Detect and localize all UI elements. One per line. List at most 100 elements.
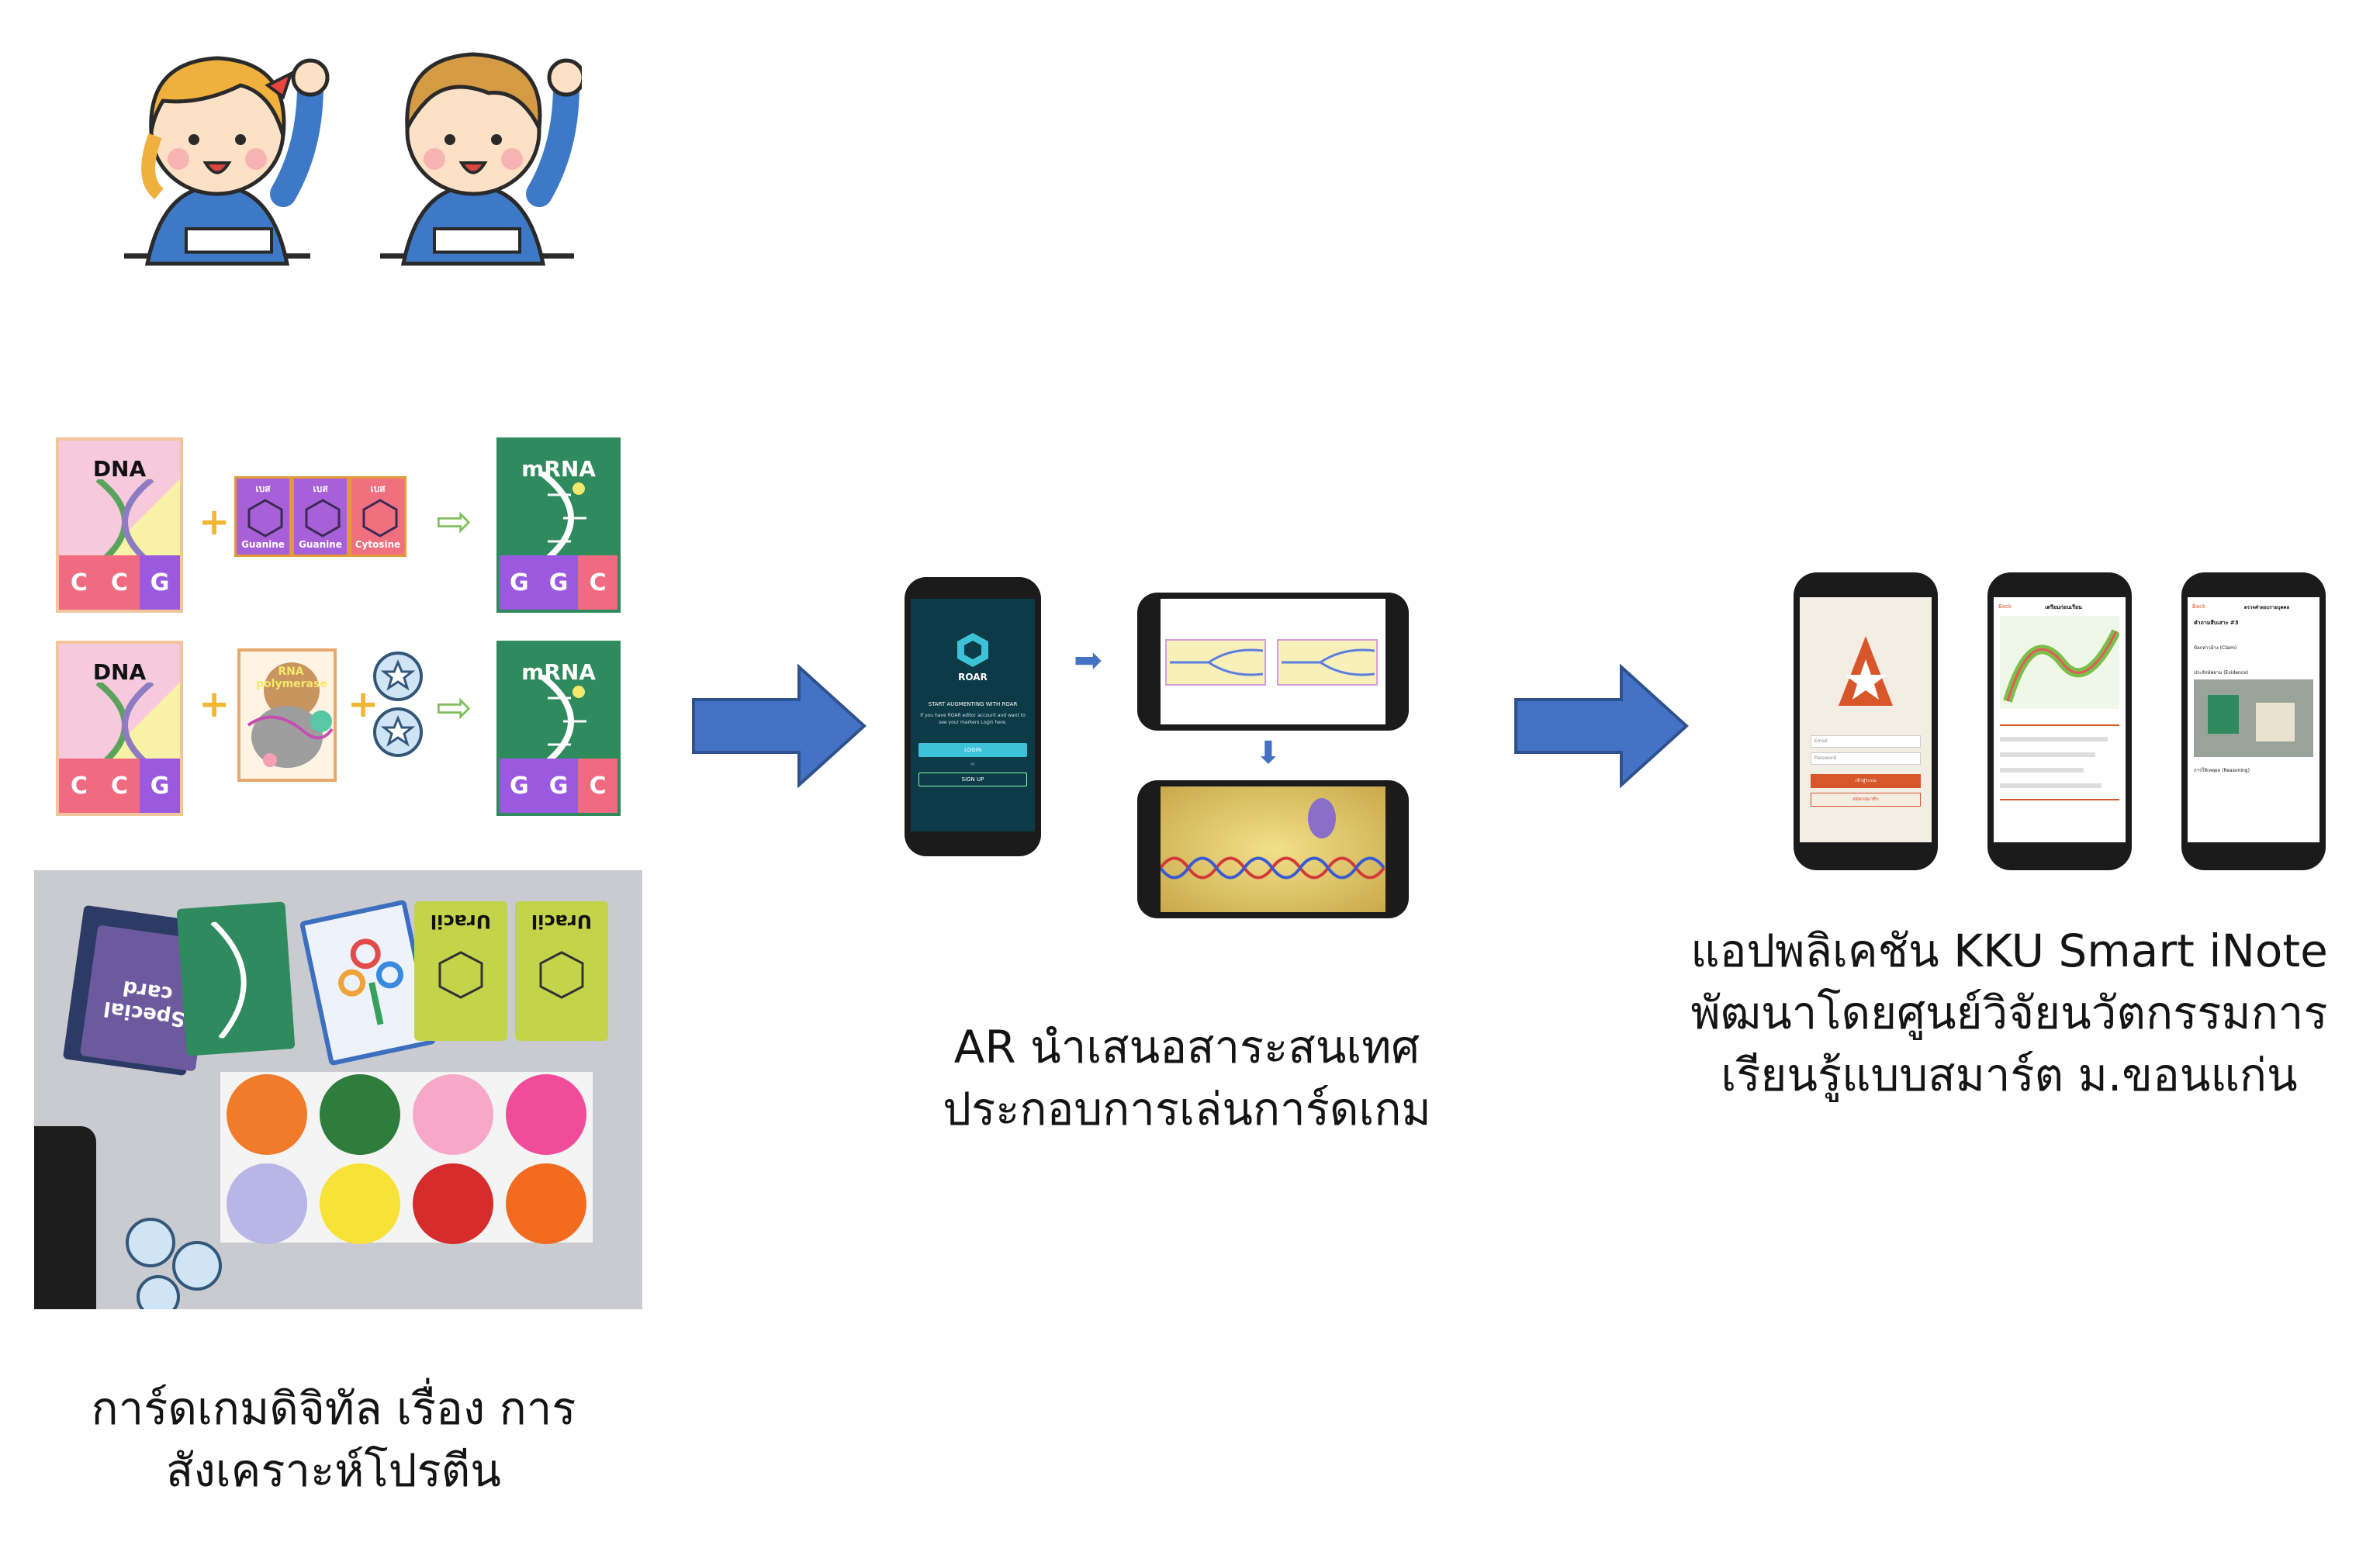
- inote-phone-answer: Back ตรวจคำตอบรายบุคคล คำถามสืบเสาะ #3 ข…: [2181, 572, 2326, 870]
- inote-lesson-screen: Back เตรียมก่อนเรียน: [1994, 597, 2126, 842]
- inote-reasoning-label: การให้เหตุผล (Reasoning): [2194, 768, 2250, 773]
- evidence-photo: [2194, 679, 2313, 757]
- mrna-base-band: G G C: [500, 759, 617, 813]
- polymerase-sphere-icon: [1308, 798, 1336, 838]
- roar-phone: ROAR START AUGMENTING WITH ROAR If you h…: [905, 577, 1041, 856]
- small-down-arrow: ⬇: [1255, 735, 1282, 771]
- inote-answer-title: ตรวจคำตอบรายบุคคล: [2243, 605, 2290, 610]
- base-c: C: [59, 555, 99, 610]
- mrna-card-2: mRNA G G C: [496, 641, 621, 816]
- dna-card-title: DNA: [92, 659, 147, 685]
- base-c: C: [99, 759, 140, 813]
- mrna-card-title: mRNA: [521, 456, 596, 482]
- base-g: G: [500, 555, 539, 610]
- base-card-cytosine: เบส Cytosine: [349, 476, 406, 557]
- tablet-device: [34, 1126, 96, 1309]
- inote-phone-login: Email Password เข้าสู่ระบบ สมัครสมาชิก: [1794, 572, 1938, 870]
- base-c: C: [578, 555, 617, 610]
- bead-cups: [220, 1072, 593, 1244]
- inote-back-link[interactable]: Back: [1998, 603, 2012, 610]
- roar-login-button[interactable]: LOGIN: [918, 743, 1027, 757]
- roar-tagline: START AUGMENTING WITH ROAR: [928, 701, 1018, 707]
- ribosome-token-icon: [373, 652, 423, 757]
- inote-claim-label: ข้อกล่าวอ้าง (Claim): [2194, 645, 2237, 651]
- inote-register-button[interactable]: สมัครสมาชิก: [1811, 793, 1921, 807]
- mrna-base-band: G G C: [500, 555, 617, 610]
- trna-card: [299, 899, 437, 1066]
- base-card-guanine: เบส Guanine: [292, 476, 349, 557]
- uracil-card-1: Uracil: [414, 901, 507, 1041]
- ribosome-tokens: [126, 1218, 222, 1309]
- dna-card-2: DNA C C G: [56, 641, 183, 816]
- mrna-card-1: mRNA G G C: [496, 437, 621, 613]
- trna-icon: [338, 938, 404, 1025]
- base-c: C: [59, 759, 99, 813]
- game-photo: Special card Uracil Uracil: [34, 870, 642, 1309]
- molecule-icon: [539, 951, 584, 999]
- roar-screen: ROAR START AUGMENTING WITH ROAR If you h…: [911, 599, 1035, 831]
- dna-illustration-icon: [2000, 616, 2119, 709]
- inote-evidence-label: ประจักษ์พยาน (Evidence): [2194, 670, 2249, 676]
- base-g: G: [538, 759, 579, 813]
- inote-answer-screen: Back ตรวจคำตอบรายบุคคล คำถามสืบเสาะ #3 ข…: [2188, 597, 2319, 842]
- dna-helix-icon: [95, 479, 154, 565]
- students-illustration: [124, 52, 582, 266]
- dna-card-title: DNA: [92, 456, 147, 482]
- inote-login-screen: Email Password เข้าสู่ระบบ สมัครสมาชิก: [1800, 597, 1932, 842]
- molecule-icon: [438, 951, 483, 999]
- inote-email-field[interactable]: Email: [1811, 735, 1921, 748]
- molecule-icon: [305, 499, 341, 537]
- caption-ar: AR นำเสนอสาระสนเทศ ประกอบการเล่นการ์ดเกม: [943, 1021, 1431, 1135]
- girl-student-icon: [141, 56, 330, 266]
- ar-card-left: [1165, 639, 1266, 686]
- base-g: G: [538, 555, 579, 610]
- boy-student-icon: [400, 52, 582, 266]
- mrna-card-stack: [176, 901, 296, 1056]
- inote-lesson-list: [2000, 721, 2119, 822]
- ar-screen-transcription: [1161, 599, 1385, 724]
- yields-arrow: ⇨: [436, 496, 472, 547]
- flow-arrow-1: [692, 664, 867, 788]
- mrna-card-title: mRNA: [521, 659, 596, 685]
- roar-description: If you have ROAR editor account and want…: [920, 713, 1026, 725]
- inote-back-link[interactable]: Back: [2192, 603, 2205, 610]
- yields-arrow: ⇨: [436, 683, 472, 733]
- plus-sign: +: [348, 683, 379, 726]
- dna-helix-ar-icon: [1161, 856, 1385, 880]
- roar-signup-button[interactable]: SIGN UP: [918, 773, 1027, 786]
- dna-base-band: C C G: [59, 759, 180, 813]
- roar-or-divider: or: [970, 762, 976, 767]
- dna-helix-icon: [95, 683, 154, 768]
- inote-password-field[interactable]: Password: [1811, 752, 1921, 765]
- molecule-icon: [247, 499, 283, 537]
- rna-strand-icon: [210, 920, 247, 1040]
- flow-arrow-2: [1514, 664, 1689, 788]
- dna-unzip-icon: [1282, 648, 1375, 676]
- polymerase-enzyme-icon: [247, 662, 334, 768]
- rna-polymerase-label: RNA polymerase: [256, 665, 327, 690]
- caption-inote-app: แอปพลิเคชัน KKU Smart iNote พัฒนาโดยศูนย…: [1690, 925, 2328, 1101]
- molecule-icon: [362, 499, 398, 537]
- ar-landscape-phone-2: [1137, 780, 1409, 918]
- inote-phone-lesson: Back เตรียมก่อนเรียน: [1987, 572, 2132, 870]
- base-c: C: [99, 555, 140, 610]
- kku-logo-icon: [1839, 636, 1893, 706]
- ar-screen-dna: [1161, 786, 1385, 912]
- inote-login-button[interactable]: เข้าสู่ระบบ: [1811, 774, 1921, 788]
- base-c: C: [578, 759, 617, 813]
- ar-card-right: [1277, 639, 1378, 686]
- small-right-arrow: ➡: [1074, 641, 1102, 680]
- base-g: G: [140, 759, 180, 813]
- dna-card-1: DNA C C G: [56, 437, 183, 613]
- rna-strand-icon: [538, 472, 586, 565]
- ar-landscape-phone-1: [1137, 593, 1409, 731]
- plus-sign: +: [199, 500, 230, 544]
- uracil-card-2: Uracil: [515, 901, 608, 1041]
- caption-card-game: การ์ดเกมดิจิทัล เรื่อง การ สังเคราะห์โปร…: [91, 1382, 576, 1497]
- rna-polymerase-card: RNA polymerase: [237, 648, 337, 782]
- dna-base-band: C C G: [59, 555, 180, 610]
- rna-strand-icon: [538, 675, 586, 768]
- roar-logo-icon: [957, 633, 988, 667]
- dna-unzip-icon: [1170, 648, 1263, 676]
- base-card-guanine: เบส Guanine: [234, 476, 292, 557]
